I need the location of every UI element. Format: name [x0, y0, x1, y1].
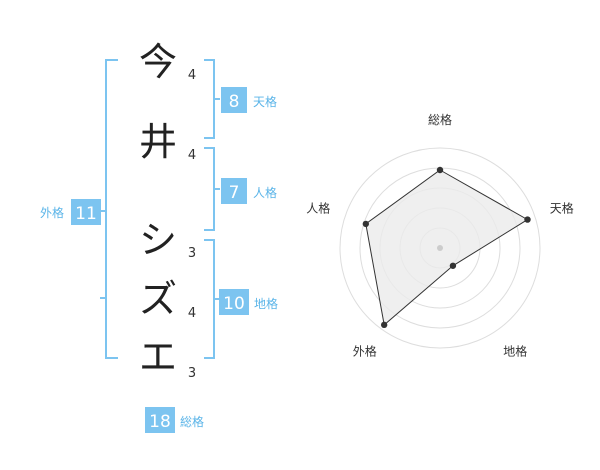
jinkaku-label: 人格: [253, 185, 277, 200]
jinkaku-bracket: [204, 147, 215, 231]
name-char-4: ズ: [139, 277, 177, 321]
name-char-2: 井: [139, 120, 177, 164]
radar-point-5: [362, 220, 370, 228]
radar-axis-label-5: 人格: [306, 200, 330, 215]
radar-point-1: [436, 166, 444, 174]
stroke-count-1: 4: [188, 68, 196, 83]
stroke-count-3: 3: [188, 246, 196, 261]
radar-point-3: [449, 262, 457, 269]
soukaku-value: 18: [149, 412, 171, 432]
radar-area: [365, 169, 529, 326]
tenkaku-bracket: [204, 59, 215, 139]
soukaku-badge: 18 総格: [145, 407, 204, 433]
gaikaku-bracket: [100, 59, 118, 359]
radar-point-2: [524, 216, 531, 223]
chikaku-value: 10: [223, 294, 245, 314]
stroke-count-5: 3: [188, 366, 196, 381]
name-characters: 今 4 井 4 シ 3 ズ 4 エ 3: [139, 40, 196, 381]
stroke-count-2: 4: [188, 148, 196, 163]
tenkaku-badge: 8 天格: [221, 87, 277, 113]
radar-center-dot: [437, 245, 443, 251]
radar-points: [362, 166, 531, 329]
chikaku-badge: 10 地格: [219, 289, 278, 315]
jinkaku-value: 7: [229, 183, 240, 203]
radar-axis-label-2: 天格: [550, 200, 574, 215]
radar-axis-label-1: 総格: [428, 112, 452, 127]
name-char-5: エ: [139, 335, 177, 379]
chikaku-label: 地格: [254, 296, 278, 311]
radar-axis-label-4: 外格: [353, 344, 377, 359]
gaikaku-badge: 外格 11: [40, 199, 101, 225]
stroke-count-4: 4: [188, 306, 196, 321]
soukaku-label: 総格: [180, 414, 204, 429]
tenkaku-value: 8: [229, 92, 240, 112]
jinkaku-badge: 7 人格: [221, 178, 277, 204]
gaikaku-label: 外格: [40, 205, 64, 220]
chikaku-bracket: [204, 239, 215, 359]
gaikaku-value: 11: [75, 204, 97, 224]
name-char-1: 今: [139, 40, 177, 84]
radar-axis-label-3: 地格: [503, 344, 527, 359]
radar-point-4: [380, 321, 388, 329]
tenkaku-label: 天格: [253, 94, 277, 109]
name-char-3: シ: [139, 218, 177, 262]
